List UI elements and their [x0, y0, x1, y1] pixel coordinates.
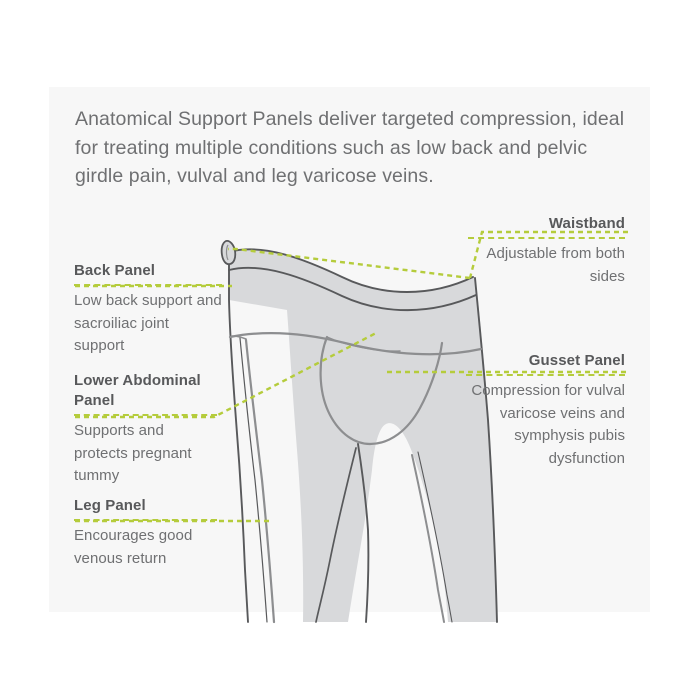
callout-waistband: Waistband Adjustable from both sides: [468, 214, 625, 288]
callout-leg-panel-rule: [74, 519, 217, 521]
callout-leg-panel-title: Leg Panel: [74, 497, 146, 514]
callout-gusset-panel: Gusset Panel Compression for vulval vari…: [466, 351, 625, 470]
callout-lower-abdominal-panel-title: Lower Abdominal Panel: [74, 372, 201, 409]
callout-lower-abdominal-panel: Lower Abdominal Panel Supports and prote…: [74, 371, 217, 488]
callout-gusset-panel-rule: [466, 374, 625, 376]
callout-waistband-body: Adjustable from both sides: [486, 245, 625, 285]
callout-gusset-panel-body: Compression for vulval varicose veins an…: [471, 382, 625, 467]
callout-lower-abdominal-panel-rule: [74, 414, 217, 416]
callout-lower-abdominal-panel-body: Supports and protects pregnant tummy: [74, 422, 192, 484]
callout-waistband-rule: [468, 237, 625, 239]
callout-back-panel: Back Panel Low back support and sacroili…: [74, 261, 222, 358]
callout-back-panel-body: Low back support and sacroiliac joint su…: [74, 292, 222, 354]
callout-leg-panel: Leg Panel Encourages good venous return: [74, 496, 217, 570]
headline-text: Anatomical Support Panels deliver target…: [75, 108, 625, 187]
callout-leg-panel-body: Encourages good venous return: [74, 527, 193, 567]
callout-gusset-panel-title: Gusset Panel: [528, 352, 625, 369]
callout-back-panel-rule: [74, 284, 222, 286]
callout-waistband-title: Waistband: [548, 215, 625, 232]
callout-back-panel-title: Back Panel: [74, 262, 156, 279]
